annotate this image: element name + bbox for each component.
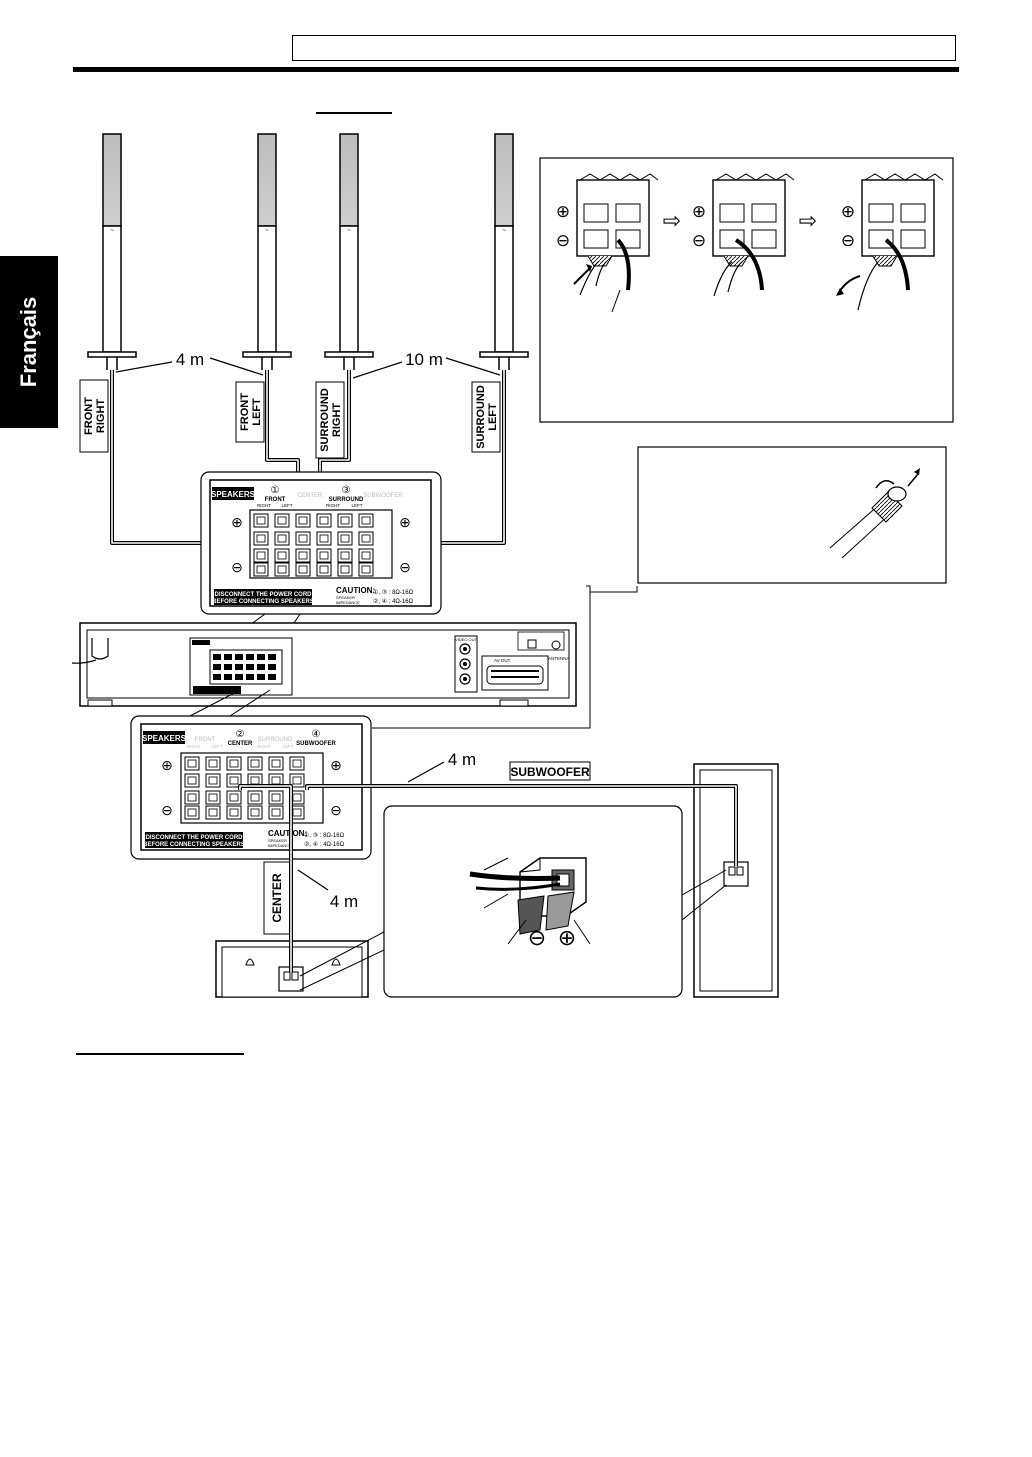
step-arrow-2: ⇨ bbox=[799, 208, 817, 233]
svg-text:⊕: ⊕ bbox=[161, 757, 173, 773]
center-distance-label: 4 m bbox=[330, 892, 358, 911]
front-distance-label: 4 m bbox=[176, 350, 204, 369]
label-front-left: FRONT LEFT bbox=[235, 381, 265, 443]
subwoofer-distance-label: 4 m bbox=[448, 750, 476, 769]
svg-text:FRONT: FRONT bbox=[83, 397, 95, 435]
svg-text:LEFT: LEFT bbox=[211, 744, 222, 749]
svg-text:SURROUND: SURROUND bbox=[329, 497, 364, 503]
svg-text:①: ① bbox=[271, 485, 280, 496]
label-surround-left: SURROUND LEFT bbox=[471, 381, 501, 453]
speaker-surround-left bbox=[479, 133, 529, 371]
svg-text:⊕: ⊕ bbox=[556, 202, 570, 221]
svg-text:⊕: ⊕ bbox=[841, 202, 855, 221]
svg-text:⊕: ⊕ bbox=[231, 514, 243, 530]
title-underline bbox=[316, 112, 392, 114]
terminal-steps-inset: ⊕ ⊖ ⇨ ⇨ ⊕ ⊖ ⊕ ⊖ bbox=[539, 157, 954, 423]
svg-text:FRONT: FRONT bbox=[265, 497, 286, 503]
svg-text:⊖: ⊖ bbox=[231, 559, 243, 575]
svg-text:④: ④ bbox=[312, 729, 321, 740]
speaker-surround-right bbox=[324, 133, 374, 371]
svg-text:①, ③ : 8Ω-16Ω: ①, ③ : 8Ω-16Ω bbox=[373, 589, 414, 596]
speaker-front-left bbox=[242, 133, 292, 371]
svg-text:SPEAKER: SPEAKER bbox=[336, 595, 355, 600]
label-center: CENTER bbox=[263, 861, 291, 935]
jack-closeup-inset: ⊖ ⊕ bbox=[299, 805, 727, 998]
svg-text:SUBWOOFER: SUBWOOFER bbox=[296, 741, 336, 747]
svg-text:RIGHT: RIGHT bbox=[326, 503, 340, 508]
svg-text:SUBWOOFER: SUBWOOFER bbox=[510, 765, 590, 779]
step-arrow-1: ⇨ bbox=[663, 208, 681, 233]
svg-text:①, ③ : 8Ω-16Ω: ①, ③ : 8Ω-16Ω bbox=[304, 832, 345, 839]
svg-text:LEFT: LEFT bbox=[351, 503, 362, 508]
speaker-front-right bbox=[87, 133, 137, 371]
svg-text:DISCONNECT THE POWER CORD: DISCONNECT THE POWER CORD bbox=[145, 835, 243, 841]
svg-text:⊖: ⊖ bbox=[399, 559, 411, 575]
svg-text:SURROUND: SURROUND bbox=[319, 388, 331, 452]
svg-text:⊖: ⊖ bbox=[556, 231, 570, 250]
svg-text:②: ② bbox=[236, 729, 245, 740]
svg-text:BEFORE CONNECTING SPEAKERS: BEFORE CONNECTING SPEAKERS bbox=[143, 842, 245, 848]
header-rule bbox=[73, 67, 959, 72]
svg-text:⊖: ⊖ bbox=[692, 231, 706, 250]
svg-text:⊕: ⊕ bbox=[330, 757, 342, 773]
svg-text:FRONT: FRONT bbox=[195, 737, 216, 743]
svg-text:⊖: ⊖ bbox=[161, 802, 173, 818]
svg-text:CENTER: CENTER bbox=[228, 741, 253, 747]
svg-text:LEFT: LEFT bbox=[281, 503, 292, 508]
svg-text:③: ③ bbox=[342, 485, 351, 496]
svg-text:FRONT: FRONT bbox=[239, 393, 251, 431]
language-tab: Français bbox=[0, 256, 58, 428]
svg-text:⊖: ⊖ bbox=[330, 802, 342, 818]
svg-text:VIDEO OUT: VIDEO OUT bbox=[455, 637, 478, 642]
svg-text:⊖: ⊖ bbox=[841, 231, 855, 250]
svg-text:LEFT: LEFT bbox=[251, 398, 263, 426]
svg-text:ANTENNA: ANTENNA bbox=[548, 656, 570, 661]
surround-distance-label: 10 m bbox=[405, 350, 443, 369]
terminal-panel-top: SPEAKERS ① FRONT RIGHT LEFT CENTER ③ SUR… bbox=[200, 471, 442, 615]
svg-text:②, ④ : 4Ω-16Ω: ②, ④ : 4Ω-16Ω bbox=[304, 841, 345, 848]
jack-minus-symbol: ⊖ bbox=[528, 925, 546, 950]
label-surround-right: SURROUND RIGHT bbox=[315, 381, 345, 459]
svg-text:⊕: ⊕ bbox=[692, 202, 706, 221]
svg-text:BEFORE CONNECTING SPEAKERS: BEFORE CONNECTING SPEAKERS bbox=[212, 599, 314, 605]
receiver-rear-panel: VIDEO OUT AV OUT ANTENNA bbox=[71, 622, 577, 707]
svg-text:LEFT: LEFT bbox=[282, 744, 293, 749]
jack-plus-symbol: ⊕ bbox=[558, 925, 576, 950]
svg-text:IMPEDANCE: IMPEDANCE bbox=[268, 843, 292, 848]
svg-text:SURROUND: SURROUND bbox=[475, 385, 487, 449]
svg-text:SPEAKER: SPEAKER bbox=[268, 838, 287, 843]
svg-text:SPEAKERS: SPEAKERS bbox=[142, 734, 187, 743]
svg-text:CENTER: CENTER bbox=[298, 493, 323, 499]
header-box bbox=[292, 35, 956, 61]
label-subwoofer: SUBWOOFER bbox=[509, 761, 591, 781]
footnote-rule bbox=[76, 1053, 244, 1055]
svg-text:RIGHT: RIGHT bbox=[187, 744, 201, 749]
svg-text:CAUTION:: CAUTION: bbox=[268, 829, 307, 838]
svg-text:SUBWOOFER: SUBWOOFER bbox=[363, 493, 403, 499]
svg-text:②, ④ : 4Ω-16Ω: ②, ④ : 4Ω-16Ω bbox=[373, 598, 414, 605]
svg-text:DISCONNECT THE POWER CORD: DISCONNECT THE POWER CORD bbox=[214, 592, 312, 598]
svg-text:LEFT: LEFT bbox=[487, 403, 499, 431]
svg-text:⊕: ⊕ bbox=[399, 514, 411, 530]
svg-text:RIGHT: RIGHT bbox=[95, 399, 107, 434]
svg-text:SPEAKERS: SPEAKERS bbox=[211, 490, 256, 499]
svg-text:CENTER: CENTER bbox=[270, 873, 284, 923]
wire-twist-inset bbox=[637, 446, 947, 584]
label-front-right: FRONT RIGHT bbox=[79, 379, 109, 453]
svg-text:CAUTION:: CAUTION: bbox=[336, 586, 375, 595]
svg-text:RIGHT: RIGHT bbox=[257, 744, 271, 749]
svg-text:RIGHT: RIGHT bbox=[257, 503, 271, 508]
svg-text:SURROUND: SURROUND bbox=[258, 737, 293, 743]
svg-text:IMPEDANCE: IMPEDANCE bbox=[336, 600, 360, 605]
svg-text:RIGHT: RIGHT bbox=[331, 403, 343, 438]
svg-text:AV OUT: AV OUT bbox=[494, 658, 511, 663]
